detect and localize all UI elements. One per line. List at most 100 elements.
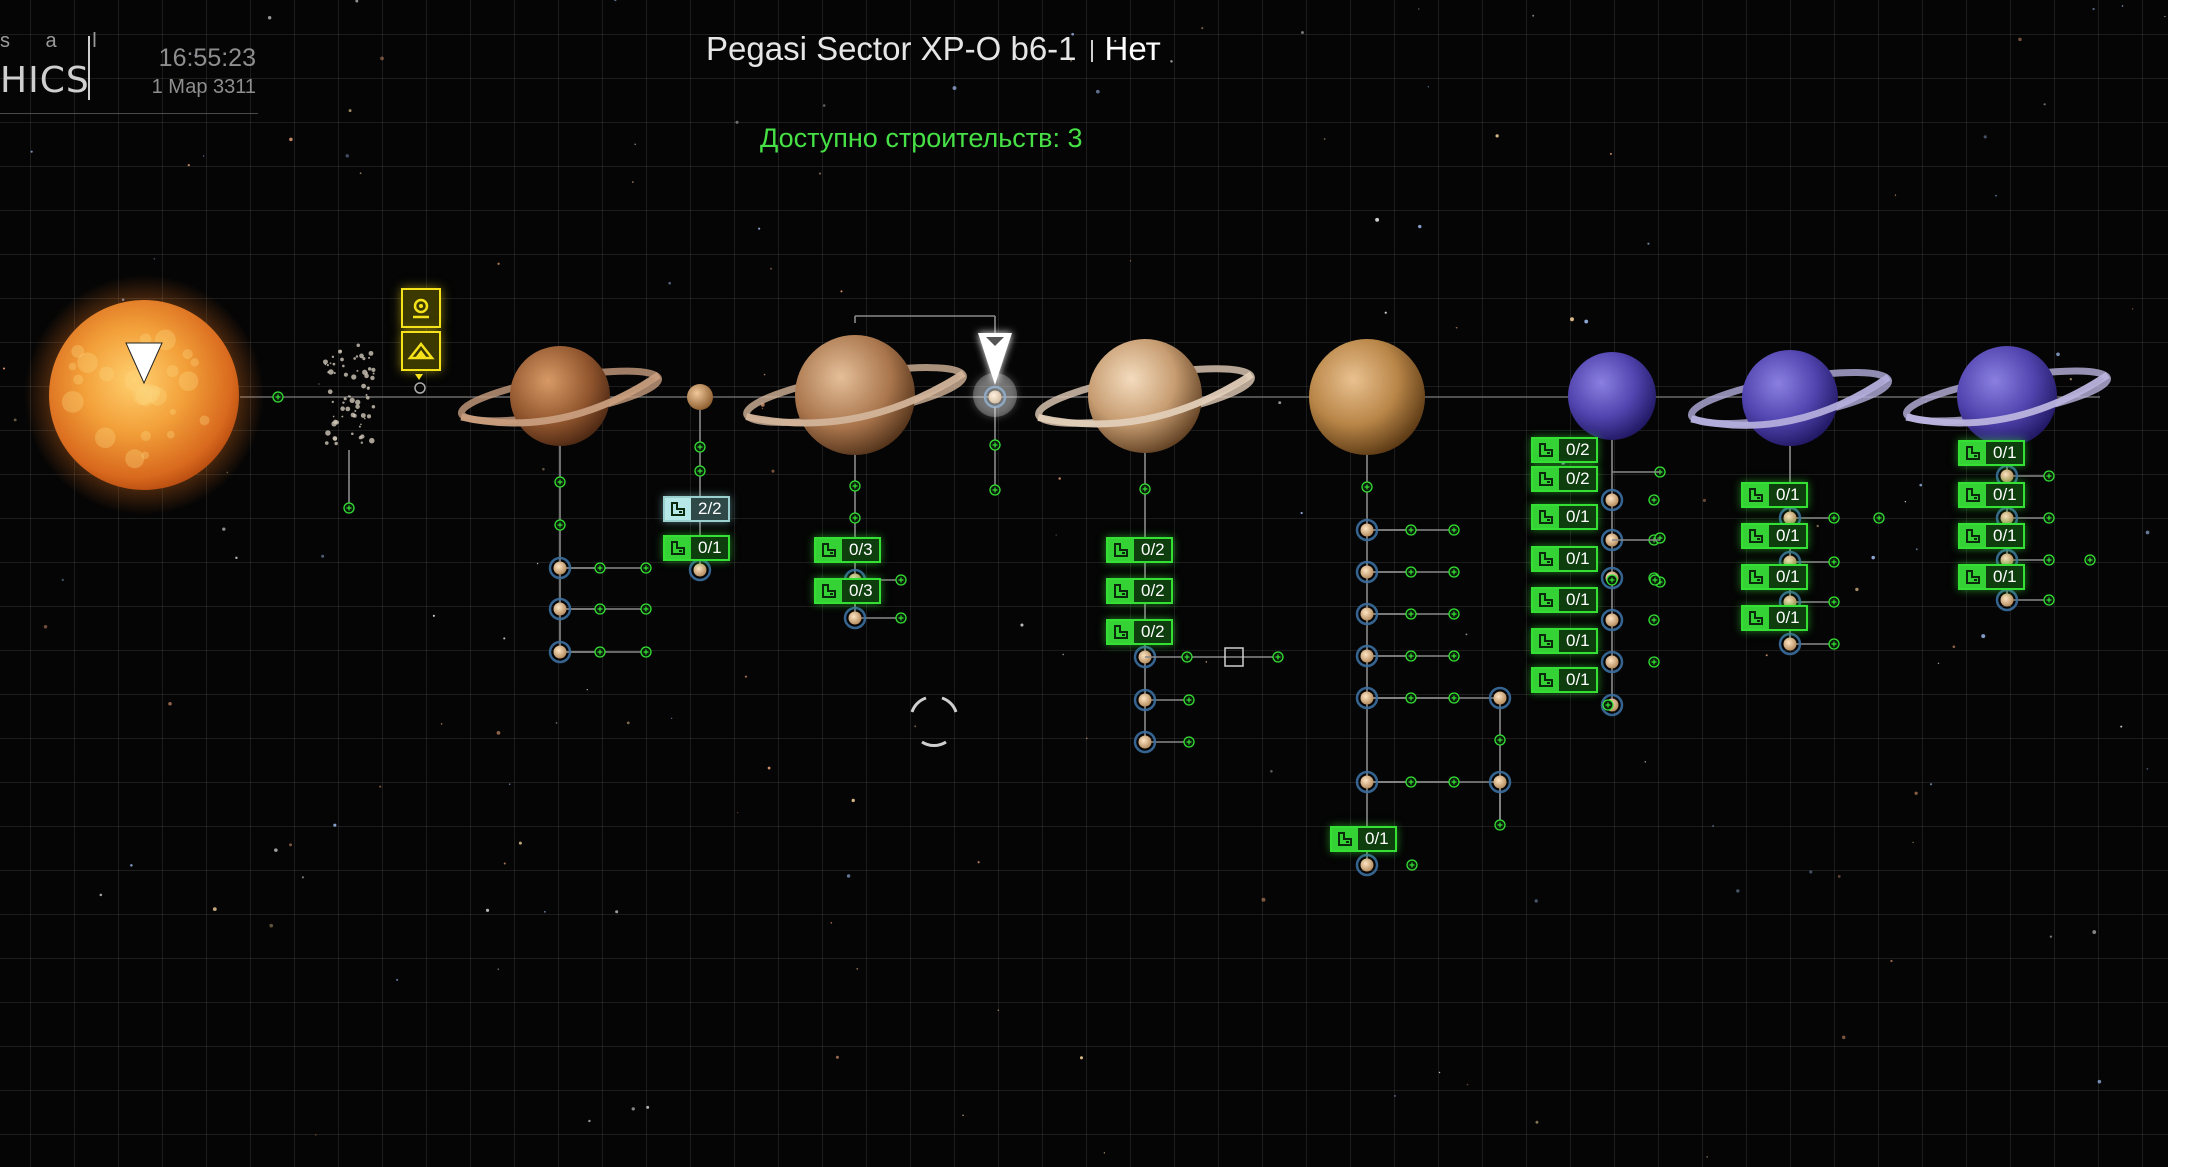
structure-marker-icon [1224,647,1244,667]
background-star [1261,897,1266,902]
background-star [274,848,278,852]
background-star [1427,86,1429,88]
construction-slot-button[interactable]: 0/1 [1741,605,1808,631]
construction-slot-button[interactable]: 0/1 [1531,667,1598,693]
construction-slot-button[interactable]: 0/1 [1531,587,1598,613]
construction-slot-button[interactable]: 0/1 [1741,523,1808,549]
background-star [321,554,325,558]
background-star [763,373,766,376]
construction-slot-button[interactable]: 0/1 [1330,826,1397,852]
background-star [1894,194,1897,196]
moon-orbit-ring [1995,588,2019,612]
slot-count: 0/2 [1141,622,1165,641]
construction-slot-button[interactable]: 0/1 [1741,482,1808,508]
construction-slot-button[interactable]: 0/3 [814,537,881,563]
background-star [61,578,64,582]
construction-slot-button[interactable]: 2/2 [663,496,730,522]
asteroid-fragment [355,355,359,358]
background-star [631,1107,635,1111]
construction-slot-button[interactable]: 0/1 [1958,523,2025,549]
title-divider [1090,40,1093,63]
background-star [632,181,634,183]
construction-slot-button[interactable]: 0/2 [1106,619,1173,645]
construction-slot-button[interactable]: 0/1 [663,535,730,561]
plus-glyph [1186,739,1192,745]
background-star [771,469,775,473]
star-surface-spot [166,365,179,378]
star-surface-spot [141,451,150,460]
slot-count: 0/3 [849,540,873,559]
background-star [503,637,506,640]
construction-slot-button[interactable]: 0/1 [1531,628,1598,654]
asteroid-fragment [326,363,329,367]
background-star [1647,242,1650,245]
background-star [1929,783,1933,786]
points-of-interest[interactable] [401,288,441,401]
facility-icon [816,539,842,561]
construction-slot-button[interactable]: 0/1 [1531,504,1598,530]
construction-slot-button[interactable]: 0/2 [1106,537,1173,563]
background-star [1465,633,1468,636]
construction-slot-button[interactable]: 0/1 [1958,482,2025,508]
slot-count: 0/1 [1776,485,1800,504]
moon-icon [2000,553,2014,567]
construction-slot-button[interactable]: 0/3 [814,578,881,604]
header-divider [88,36,90,100]
facility-icon [1960,442,1986,464]
plus-glyph [597,565,603,571]
background-star [646,1105,650,1109]
background-star [588,1119,591,1123]
construction-slot-button[interactable]: 0/2 [1531,466,1598,492]
background-star [1904,501,1907,503]
asteroid-fragment [332,362,336,366]
asteroid-fragment [341,415,344,418]
planet-body [510,346,610,446]
background-star [761,407,764,410]
planet-ring-front [1905,372,2110,427]
slot-count: 0/2 [1141,540,1165,559]
background-star [187,164,190,167]
star-surface-spot [199,415,210,426]
moon-icon [1360,607,1374,621]
background-star [212,907,217,912]
background-star [840,290,843,293]
asteroid-fragment [370,375,375,381]
background-star [503,862,506,865]
plus-glyph [1651,659,1657,665]
slot-count: 0/1 [1776,567,1800,586]
background-star [670,717,673,719]
background-star [359,172,362,175]
installation-icon[interactable] [401,331,441,371]
background-star [153,258,156,260]
background-star [1535,1120,1539,1124]
asteroid-fragment [327,389,333,395]
background-star [536,562,539,565]
background-star [818,172,822,175]
asteroid-fragment [355,399,361,405]
construction-slot-button[interactable]: 0/1 [1958,440,2025,466]
background-star [626,721,630,725]
background-star [1455,326,1458,329]
asteroid-fragment [340,406,345,411]
background-star [1706,1156,1708,1158]
construction-slot-button[interactable]: 0/1 [1531,546,1598,572]
moon-icon [553,602,567,616]
background-star [1418,8,1420,10]
star-surface-spot [138,383,153,397]
moon-orbit-ring [1488,770,1512,794]
asteroid-fragment [368,350,374,356]
background-star [1712,824,1715,827]
selection-reticle-icon[interactable] [904,690,964,750]
construction-slot-button[interactable]: 0/1 [1958,564,2025,590]
construction-slot-button[interactable]: 0/2 [1531,437,1598,463]
signal-source-icon[interactable] [401,288,441,328]
construction-slot-button[interactable]: 0/2 [1106,578,1173,604]
background-star [1995,194,1997,197]
facility-icon [1743,484,1769,506]
construction-slot-button[interactable]: 0/1 [1741,564,1808,590]
background-star [222,527,226,531]
background-star [348,109,352,113]
background-star [851,798,855,803]
